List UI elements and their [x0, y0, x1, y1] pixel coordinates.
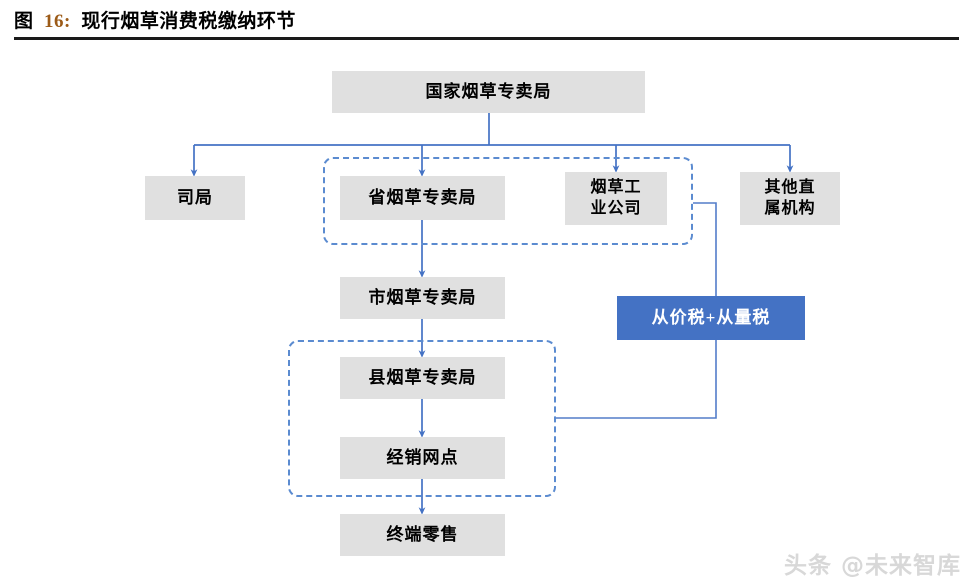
figure-header: 图 16: 现行烟草消费税缴纳环节 [0, 0, 973, 44]
node-terminal-retail[interactable]: 终端零售 [340, 514, 505, 556]
node-industrial-company[interactable]: 烟草工 业公司 [565, 172, 667, 225]
group-frame-provincial-industrial [323, 157, 693, 245]
watermark: 头条 @未来智库 [783, 553, 961, 579]
figure-title-text: 现行烟草消费税缴纳环节 [81, 11, 296, 32]
node-county-bureau[interactable]: 县烟草专卖局 [340, 357, 505, 399]
figure-title: 图 16: 现行烟草消费税缴纳环节 [14, 6, 296, 33]
flowchart-diagram: 国家烟草专卖局 司局 省烟草专卖局 烟草工 业公司 其他直 属机构 市烟草专卖局… [0, 44, 973, 586]
node-departments[interactable]: 司局 [145, 176, 245, 220]
node-city-bureau[interactable]: 市烟草专卖局 [340, 277, 505, 319]
node-distribution-outlet[interactable]: 经销网点 [340, 437, 505, 479]
figure-number: 16: [44, 11, 71, 32]
node-tax-box[interactable]: 从价税+从量税 [617, 296, 805, 340]
node-other-agencies[interactable]: 其他直 属机构 [740, 172, 840, 225]
node-provincial-bureau[interactable]: 省烟草专卖局 [340, 176, 505, 220]
node-national-bureau[interactable]: 国家烟草专卖局 [332, 71, 645, 113]
group-frame-county-outlet [288, 340, 556, 497]
figure-label: 图 [14, 11, 34, 32]
figure-title-rule [14, 37, 959, 40]
